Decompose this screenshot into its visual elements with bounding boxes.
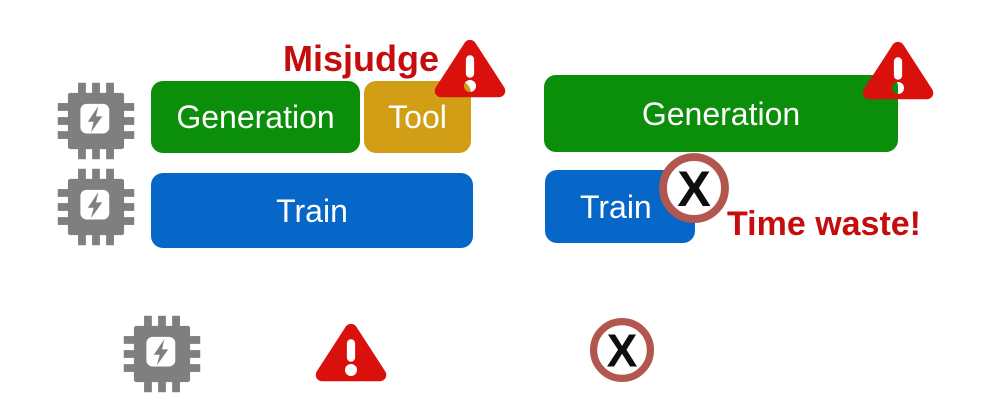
gpu-chip-icon — [57, 82, 135, 160]
gpu-chip-icon — [57, 168, 135, 246]
x-circle-icon: X — [658, 152, 730, 224]
misjudge-annotation: Misjudge — [283, 38, 440, 79]
x-circle-icon: X — [589, 317, 655, 383]
x-glyph: X — [677, 160, 711, 217]
bar-label: Generation — [641, 95, 801, 132]
warning-triangle-icon — [859, 40, 937, 100]
generation-bar-left: Generation — [151, 81, 360, 153]
gpu-chip-icon — [123, 315, 201, 393]
train-bar-left: Train — [151, 173, 473, 248]
bar-label: Tool — [388, 99, 447, 135]
warning-triangle-icon — [431, 38, 509, 98]
generation-bar-right: Generation — [544, 75, 898, 152]
x-glyph: X — [607, 325, 638, 377]
time-waste-annotation: Time waste! — [727, 205, 922, 243]
bar-label: Generation — [176, 99, 335, 135]
bar-label: Train — [580, 188, 652, 225]
bar-label: Train — [276, 192, 348, 229]
warning-triangle-icon — [312, 322, 390, 382]
